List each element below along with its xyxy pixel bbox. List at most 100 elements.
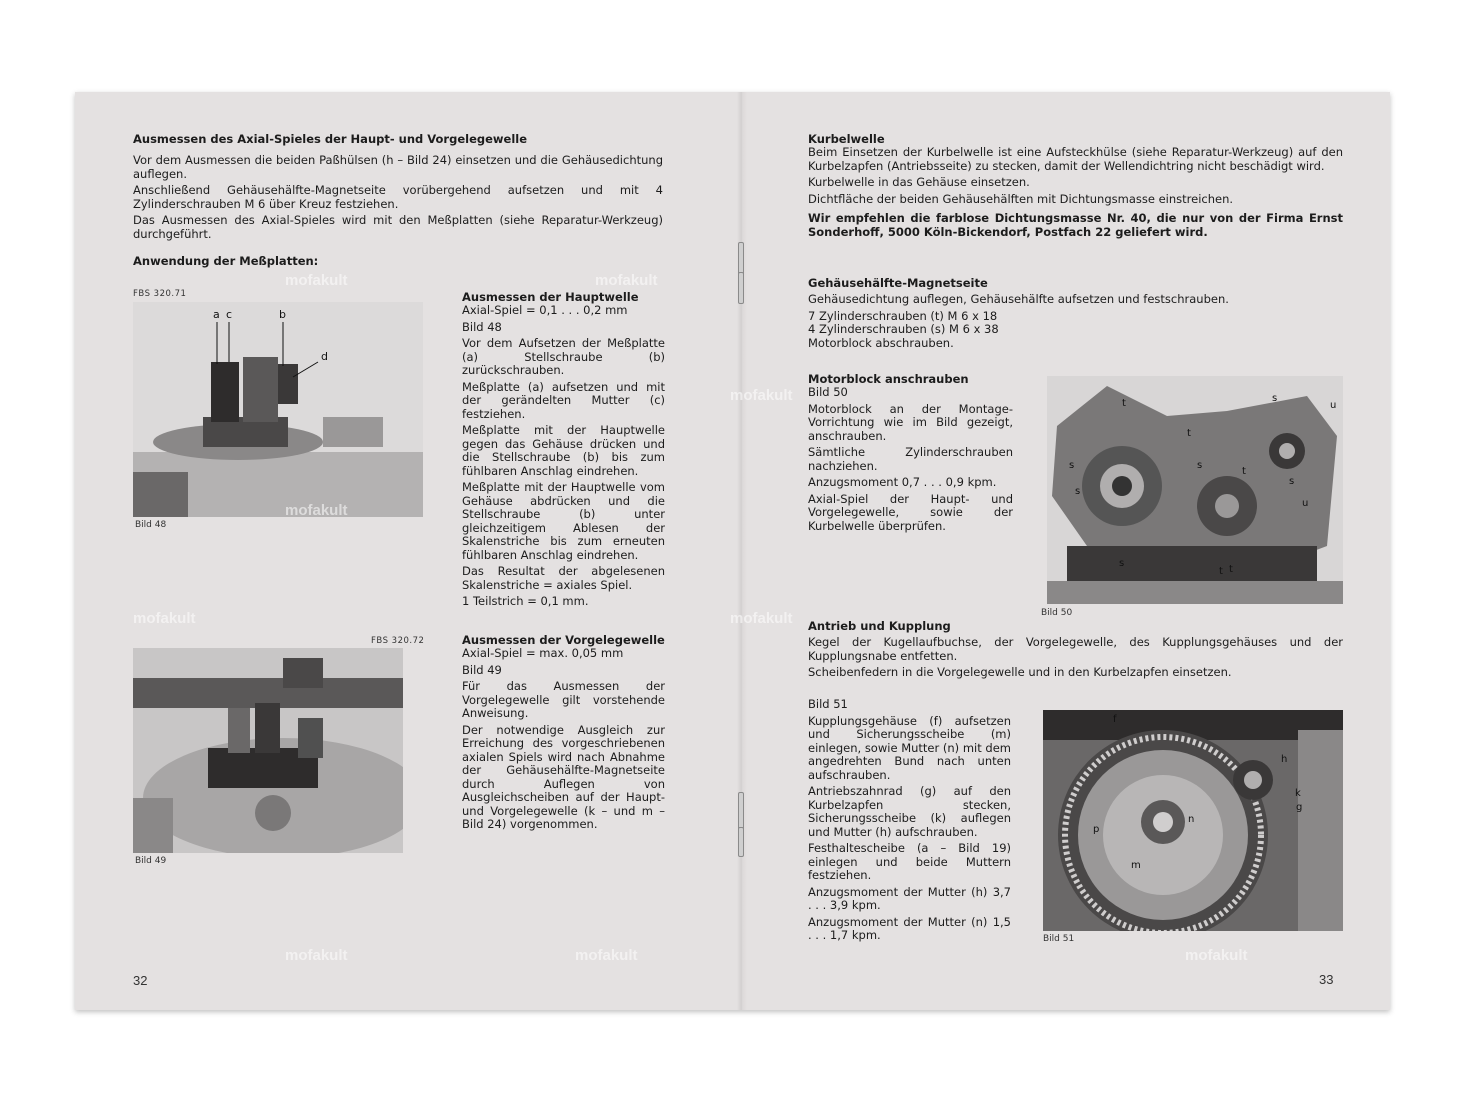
figure-48-image: a c b d bbox=[133, 302, 423, 517]
hauptwelle-text: Ausmessen der Hauptwelle Axial-Spiel = 0… bbox=[462, 290, 665, 612]
label-p: p bbox=[1093, 824, 1099, 835]
paragraph: Kupplungsgehäuse (f) aufsetzen und Siche… bbox=[808, 713, 1011, 782]
label-s: s bbox=[1075, 486, 1080, 497]
line: Axial-Spiel = 0,1 . . . 0,2 mm bbox=[462, 303, 628, 317]
paragraph: Meßplatte (a) aufsetzen und mit der gerä… bbox=[462, 379, 665, 421]
watermark: mofakult bbox=[133, 610, 196, 627]
magnetseite-section: Gehäusehälfte-Magnetseite Gehäusedichtun… bbox=[808, 276, 1343, 353]
magnetseite-heading: Gehäusehälfte-Magnetseite bbox=[808, 276, 988, 290]
paragraph: Anzugsmoment der Mutter (n) 1,5 . . . 1,… bbox=[808, 914, 1011, 942]
label-u: u bbox=[1330, 400, 1336, 411]
line: 7 Zylinderschrauben (t) M 6 x 18 bbox=[808, 308, 998, 323]
figure-51: f h k g p n m bbox=[1043, 710, 1343, 931]
label-u: u bbox=[1302, 498, 1308, 509]
vorgelegewelle-text: Ausmessen der Vorgelegewelle Axial-Spiel… bbox=[462, 633, 665, 835]
paragraph: Für das Ausmessen der Vorgelegewelle gil… bbox=[462, 679, 665, 720]
watermark: mofakult bbox=[730, 610, 793, 627]
figure-code: FBS 320.72 bbox=[371, 636, 425, 646]
label-a: a bbox=[213, 308, 220, 321]
label-t: t bbox=[1122, 398, 1126, 409]
label-s: s bbox=[1272, 393, 1277, 404]
antrieb-heading: Antrieb und Kupplung bbox=[808, 619, 951, 633]
watermark: mofakult bbox=[595, 272, 658, 289]
line: 4 Zylinderschrauben (s) M 6 x 38 bbox=[808, 322, 999, 336]
paragraph: Festhaltescheibe (a – Bild 19) einlegen … bbox=[808, 841, 1011, 882]
label-t: t bbox=[1229, 564, 1233, 575]
kurbelwelle-section: Kurbelwelle Beim Einsetzen der Kurbelwel… bbox=[808, 132, 1343, 242]
line: Bild 50 bbox=[808, 385, 848, 399]
watermark: mofakult bbox=[1185, 947, 1248, 964]
label-k: k bbox=[1295, 788, 1301, 799]
label-s: s bbox=[1197, 460, 1202, 471]
paragraph: Anzugsmoment 0,7 . . . 0,9 kpm. bbox=[808, 475, 997, 489]
line: Bild 48 bbox=[462, 319, 502, 334]
page-fold bbox=[737, 92, 747, 1010]
paragraph: Axial-Spiel der Haupt- und Vorgelegewell… bbox=[808, 491, 1013, 533]
staple bbox=[738, 827, 744, 857]
label-c: c bbox=[226, 308, 232, 321]
paragraph: Anzugsmoment der Mutter (h) 3,7 . . . 3,… bbox=[808, 884, 1011, 912]
motorblock-section: Motorblock anschrauben Bild 50 Motorbloc… bbox=[808, 372, 1013, 536]
figure-51-image: f h k g p n m bbox=[1043, 710, 1343, 931]
figure-code: FBS 320.71 bbox=[133, 289, 187, 299]
label-n: n bbox=[1188, 814, 1194, 825]
watermark: mofakult bbox=[730, 387, 793, 404]
staple bbox=[738, 272, 744, 304]
label-t: t bbox=[1242, 466, 1246, 477]
recommendation-note: Wir empfehlen die farblose Dichtungsmass… bbox=[808, 211, 1343, 239]
paragraph: Der notwendige Ausgleich zur Erreichung … bbox=[462, 722, 665, 831]
watermark: mofakult bbox=[575, 947, 638, 964]
paragraph: Kurbelwelle in das Gehäuse einsetzen. bbox=[808, 175, 1030, 189]
page-number-right: 33 bbox=[1319, 972, 1334, 987]
label-g: g bbox=[1296, 802, 1302, 813]
paragraph: Antriebszahnrad (g) auf den Kurbelzapfen… bbox=[808, 784, 1011, 839]
paragraph: Meßplatte mit der Hauptwelle vom Gehäuse… bbox=[462, 480, 665, 562]
figure-49-image bbox=[133, 648, 403, 853]
line: Gehäusedichtung auflegen, Gehäusehälfte … bbox=[808, 292, 1229, 306]
paragraph: Kegel der Kugellaufbuchse, der Vorgelege… bbox=[808, 635, 1343, 663]
paragraph: Vor dem Aufsetzen der Meßplatte (a) Stel… bbox=[462, 336, 665, 377]
section-heading: Ausmessen des Axial-Spieles der Haupt- u… bbox=[133, 132, 528, 146]
paragraph: Scheibenfedern in die Vorgelegewelle und… bbox=[808, 665, 1232, 679]
bild51-section: Bild 51 Kupplungsgehäuse (f) aufsetzen u… bbox=[808, 697, 1011, 946]
label-h: h bbox=[1281, 754, 1287, 765]
line: Motorblock abschrauben. bbox=[808, 335, 954, 350]
vorgelegewelle-heading: Ausmessen der Vorgelegewelle bbox=[462, 633, 665, 647]
paragraph: Das Ausmessen des Axial-Spieles wird mit… bbox=[133, 213, 663, 241]
label-t: t bbox=[1187, 428, 1191, 439]
staple bbox=[738, 792, 744, 830]
figure-50: t s u s s t s t s u s t t bbox=[1047, 376, 1343, 604]
figure-caption: Bild 49 bbox=[135, 856, 167, 866]
figure-48: a c b d bbox=[133, 302, 423, 517]
paragraph: Meßplatte mit der Hauptwelle gegen das G… bbox=[462, 423, 665, 478]
figure-caption: Bild 51 bbox=[1043, 934, 1075, 944]
label-s: s bbox=[1069, 460, 1074, 471]
watermark: mofakult bbox=[285, 502, 348, 519]
booklet-spread: Ausmessen des Axial-Spieles der Haupt- u… bbox=[75, 92, 1390, 1010]
hauptwelle-heading: Ausmessen der Hauptwelle bbox=[462, 290, 639, 304]
label-s: s bbox=[1119, 558, 1124, 569]
paragraph: 1 Teilstrich = 0,1 mm. bbox=[462, 594, 589, 608]
line: Axial-Spiel = max. 0,05 mm bbox=[462, 646, 624, 660]
paragraph: Motorblock an der Montage-Vorrichtung wi… bbox=[808, 401, 1013, 443]
intro-text: Vor dem Ausmessen die beiden Paßhülsen (… bbox=[133, 153, 663, 244]
label-b: b bbox=[279, 308, 286, 321]
label-f: f bbox=[1113, 714, 1117, 725]
label-m: m bbox=[1131, 860, 1141, 871]
watermark: mofakult bbox=[285, 947, 348, 964]
line: Bild 51 bbox=[808, 697, 848, 711]
label-d: d bbox=[321, 350, 328, 363]
antrieb-section: Antrieb und Kupplung Kegel der Kugellauf… bbox=[808, 619, 1343, 683]
figure-caption: Bild 48 bbox=[135, 520, 167, 530]
figure-49 bbox=[133, 648, 403, 853]
line: Bild 49 bbox=[462, 662, 502, 677]
motorblock-heading: Motorblock anschrauben bbox=[808, 372, 969, 386]
paragraph: Vor dem Ausmessen die beiden Paßhülsen (… bbox=[133, 153, 663, 181]
paragraph: Beim Einsetzen der Kurbelwelle ist eine … bbox=[808, 145, 1343, 173]
paragraph: Dichtfläche der beiden Gehäusehälften mi… bbox=[808, 191, 1234, 206]
label-t: t bbox=[1219, 566, 1223, 577]
paragraph: Sämtliche Zylinderschrauben nachziehen. bbox=[808, 445, 1013, 473]
watermark: mofakult bbox=[285, 272, 348, 289]
paragraph: Anschließend Gehäusehälfte-Magnetseite v… bbox=[133, 183, 663, 211]
figure-caption: Bild 50 bbox=[1041, 608, 1073, 618]
